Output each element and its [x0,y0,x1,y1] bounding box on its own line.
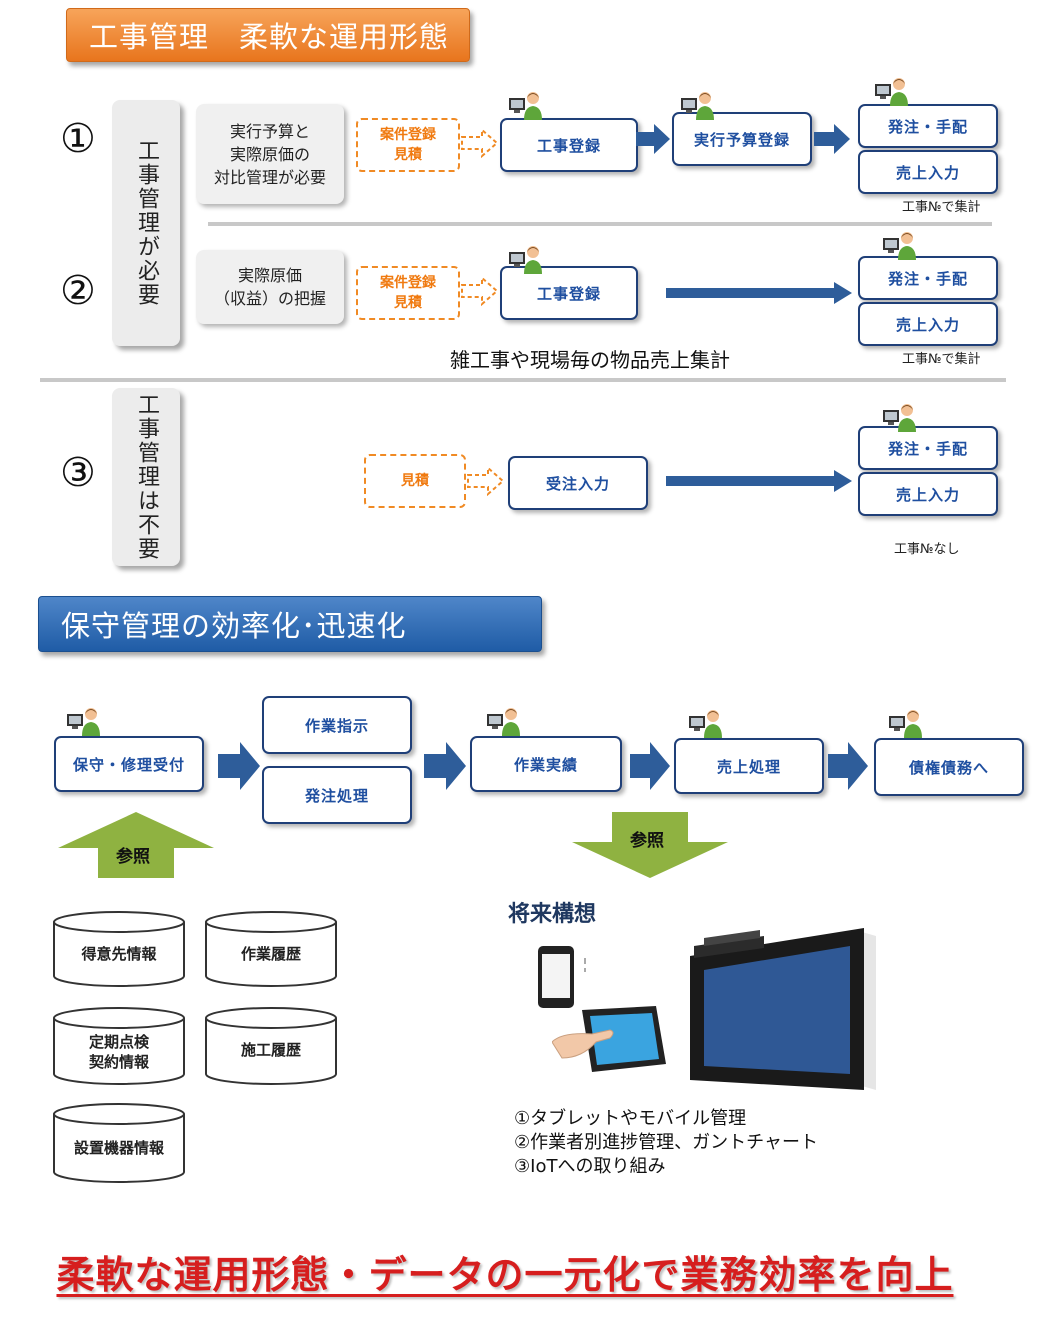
user-pc-icon [509,246,542,274]
reference-down-label: 参照 [630,831,664,851]
user-pc-icon [487,708,520,736]
large-display-icon [690,928,876,1090]
flow-arrow-1 [218,742,260,790]
reference-up-arrow [58,812,214,878]
future-item-3: ③IoTへの取り組み [514,1156,666,1177]
row3-dashed-arrow [467,466,505,496]
row3-estimate-line1: 見積 [401,473,429,489]
future-plan-title: 将来構想 [508,902,597,927]
row3-number: ③ [60,450,96,496]
construction-history-label: 施工履歴 [240,1041,301,1059]
row3-order-arrangement[interactable]: 発注・手配 [858,426,998,470]
row1-estimate-line1: 案件登録 [380,127,436,143]
row1-desc-line1: 実行予算と [229,121,310,141]
row1-budget-register[interactable]: 実行予算登録 [672,112,812,166]
row1-dashed-arrow [461,128,499,158]
row3-estimate-box[interactable]: 見積 [364,454,466,508]
row2-desc-line1: 実際原価 [237,266,302,285]
sales-process-box[interactable]: 売上処理 [674,738,824,794]
section1-banner: 工事管理 柔軟な運用形態 [66,8,470,62]
user-pc-icon [509,92,542,120]
installed-equipment-db[interactable]: 設置機器情報 [52,1102,186,1184]
required-label-pill: 工事管理が必要 [112,100,180,346]
work-instruction-box[interactable]: 作業指示 [262,696,412,754]
row1-note: 工事№で集計 [902,200,981,215]
user-pc-icon [67,708,100,736]
row2-estimate-line1: 案件登録 [380,275,436,291]
footer-slogan: 柔軟な運用形態・データの一元化で業務効率を向上 [56,1253,954,1297]
flow-arrow-2 [424,742,466,790]
future-item-2: ②作業者別進捗管理、ガントチャート [514,1132,818,1153]
not-required-label-pill: 工事管理は不要 [112,388,180,566]
row1-number: ① [60,116,96,162]
row3-long-arrow [666,470,852,492]
row2-extra-caption: 雑工事や現場毎の物品売上集計 [450,348,730,372]
required-label: 工事管理が必要 [134,139,159,307]
row-divider-2 [40,378,1006,382]
customer-info-label: 得意先情報 [81,945,157,963]
row1-arrow-2 [814,124,850,154]
flow-arrow-3 [630,742,670,790]
row1-estimate-box[interactable]: 案件登録 見積 [356,118,460,172]
section2-title: 保守管理の効率化･迅速化 [61,609,407,643]
row1-description: 実行予算と 実際原価の 対比管理が必要 [196,104,344,204]
section1-title: 工事管理 柔軟な運用形態 [89,20,450,54]
row3-order-input[interactable]: 受注入力 [508,456,648,510]
row1-order-arrangement[interactable]: 発注・手配 [858,104,998,148]
user-pc-icon [883,232,916,260]
row1-arrow-1 [636,124,670,154]
row2-desc-line2: （収益）の把握 [213,289,326,308]
row2-sales-input[interactable]: 売上入力 [858,302,998,346]
row1-estimate-line2: 見積 [394,147,422,163]
installed-equipment-label: 設置機器情報 [73,1139,164,1157]
reference-down-arrow [572,812,728,878]
row2-note: 工事№で集計 [902,352,981,367]
row2-long-arrow [666,282,852,304]
user-pc-icon [681,92,714,120]
row2-dashed-arrow [461,276,499,306]
ordering-process-box[interactable]: 発注処理 [262,766,412,824]
user-pc-icon [875,78,908,106]
row-divider-1 [208,222,992,226]
row2-estimate-line2: 見積 [394,295,422,311]
work-result-box[interactable]: 作業実績 [470,736,622,792]
row1-sales-input[interactable]: 売上入力 [858,150,998,194]
work-history-db[interactable]: 作業履歴 [204,910,338,988]
row1-desc-line3: 対比管理が必要 [213,167,326,187]
row2-description: 実際原価 （収益）の把握 [196,250,344,324]
maintenance-contract-db[interactable]: 定期点検 契約情報 [52,1006,186,1086]
smartphone-icon [538,946,586,1008]
row3-sales-input[interactable]: 売上入力 [858,472,998,516]
user-pc-icon [883,404,916,432]
row2-estimate-box[interactable]: 案件登録 見積 [356,266,460,320]
work-history-label: 作業履歴 [240,945,301,963]
customer-info-db[interactable]: 得意先情報 [52,910,186,988]
tablet-touch-icon [552,1006,666,1072]
row3-note: 工事№なし [894,542,960,557]
reference-up-label: 参照 [116,847,150,867]
maintenance-contract-label: 定期点検 契約情報 [88,1033,149,1071]
future-item-1: ①タブレットやモバイル管理 [514,1108,747,1129]
row1-construction-register[interactable]: 工事登録 [500,118,638,172]
row2-construction-register[interactable]: 工事登録 [500,266,638,320]
row2-number: ② [60,268,96,314]
user-pc-icon [889,710,922,738]
section2-banner: 保守管理の効率化･迅速化 [38,596,542,652]
debt-box[interactable]: 債権債務へ [874,738,1024,796]
construction-history-db[interactable]: 施工履歴 [204,1006,338,1086]
not-required-label: 工事管理は不要 [134,393,159,561]
reception-box[interactable]: 保守・修理受付 [54,736,204,792]
row1-desc-line2: 実際原価の [229,144,310,164]
row2-order-arrangement[interactable]: 発注・手配 [858,256,998,300]
user-pc-icon [689,710,722,738]
flow-arrow-4 [828,742,868,790]
